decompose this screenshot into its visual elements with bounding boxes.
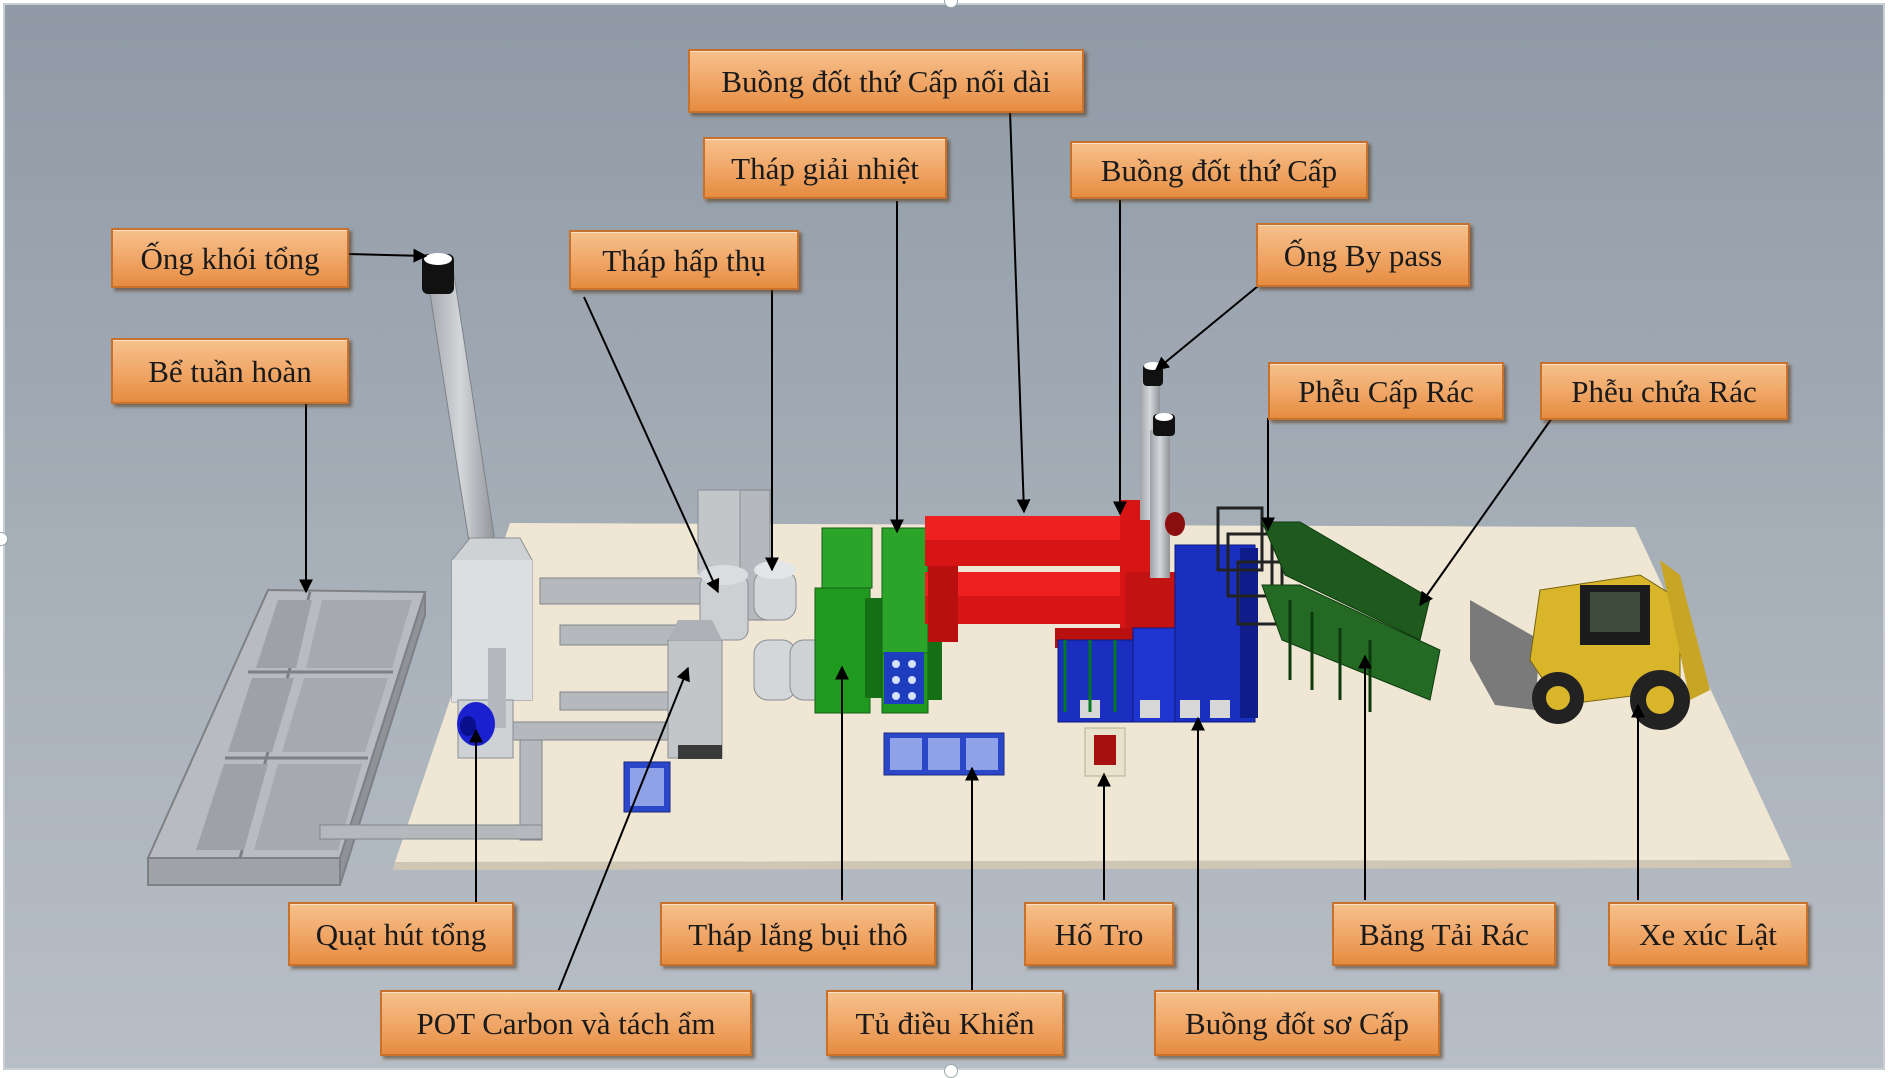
label-bang-tai-rac: Băng Tải Rác xyxy=(1332,902,1556,966)
ash-pit xyxy=(1084,727,1126,777)
label-buong-dot-thu-cap: Buồng đốt thứ Cấp xyxy=(1070,141,1368,199)
recirculation-tank xyxy=(146,588,427,886)
suction-fan xyxy=(457,648,514,759)
label-ong-khoi-tong: Ống khói tổng xyxy=(111,228,349,288)
label-tu-dieu-khien: Tủ điều Khiển xyxy=(826,990,1064,1056)
label-pheu-chua-rac: Phễu chứa Rác xyxy=(1540,362,1788,420)
control-cabinets xyxy=(623,652,1005,813)
label-ho-tro: Hố Tro xyxy=(1024,902,1174,966)
label-be-tuan-hoan: Bể tuần hoàn xyxy=(111,338,349,404)
main-stack xyxy=(422,253,533,703)
label-xe-xuc-lat: Xe xúc Lật xyxy=(1608,902,1808,966)
waste-conveyors xyxy=(1261,521,1441,712)
pot-carbon xyxy=(667,620,723,759)
primary-chambers xyxy=(1057,544,1258,723)
label-thap-giai-nhiet: Tháp giải nhiệt xyxy=(703,137,947,199)
label-pheu-cap-rac: Phễu Cấp Rác xyxy=(1268,362,1504,420)
wheel-loader xyxy=(1470,560,1710,730)
label-quat-hut-tong: Quạt hút tổng xyxy=(288,902,514,966)
label-pot-carbon: POT Carbon và tách ẩm xyxy=(380,990,752,1056)
label-buong-dot-thu-cap-noi-dai: Buồng đốt thứ Cấp nối dài xyxy=(688,49,1084,113)
floor-slab-shadow xyxy=(393,860,1792,870)
label-thap-lang-bui-tho: Tháp lắng bụi thô xyxy=(660,902,936,966)
leader-arrows xyxy=(299,110,1645,993)
selection-handle-bottom[interactable] xyxy=(944,1064,958,1078)
label-thap-hap-thu: Tháp hấp thụ xyxy=(569,230,799,290)
label-buong-dot-so-cap: Buồng đốt sơ Cấp xyxy=(1154,990,1440,1056)
label-ong-by-pass: Ống By pass xyxy=(1256,223,1470,287)
